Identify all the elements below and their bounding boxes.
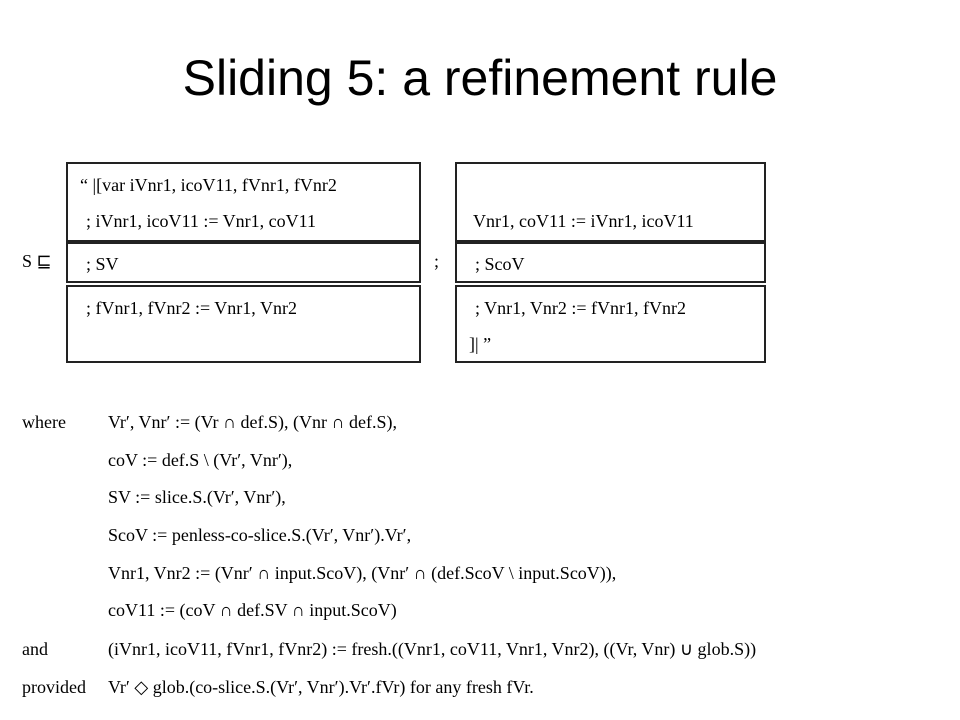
where-line-1: Vr′, Vnr′ := (Vr ∩ def.S), (Vnr ∩ def.S)…	[108, 412, 397, 432]
and-label: and	[22, 639, 48, 659]
right-bottom-line-2: ]| ”	[469, 334, 492, 354]
slide-title: Sliding 5: a refinement rule	[182, 50, 778, 106]
and-line: (iVnr1, icoV11, fVnr1, fVnr2) := fresh.(…	[108, 639, 757, 659]
provided-label: provided	[22, 677, 86, 697]
right-bottom-line-1: ; Vnr1, Vnr2 := fVnr1, fVnr2	[475, 298, 686, 318]
right-top-box: Vnr1, coV11 := iVnr1, icoV11	[455, 162, 766, 242]
where-line-2: coV := def.S \ (Vr′, Vnr′),	[108, 450, 293, 470]
left-bottom-box: ; fVnr1, fVnr2 := Vnr1, Vnr2	[66, 285, 421, 363]
left-top-box: “ |[var iVnr1, icoV11, fVnr1, fVnr2 ; iV…	[66, 162, 421, 242]
left-bottom-line: ; fVnr1, fVnr2 := Vnr1, Vnr2	[86, 298, 297, 318]
right-middle-box: ; ScoV	[455, 242, 766, 283]
where-line-3: SV := slice.S.(Vr′, Vnr′),	[108, 487, 286, 507]
right-top-line: Vnr1, coV11 := iVnr1, icoV11	[473, 211, 694, 231]
left-top-line-1: “ |[var iVnr1, icoV11, fVnr1, fVnr2	[80, 175, 337, 195]
rule-lhs: S ⊑	[22, 251, 52, 271]
sequence-separator: ;	[434, 251, 440, 271]
left-top-line-2: ; iVnr1, icoV11 := Vnr1, coV11	[86, 211, 316, 231]
right-bottom-box: ; Vnr1, Vnr2 := fVnr1, fVnr2 ]| ”	[455, 285, 766, 363]
where-label: where	[22, 412, 66, 432]
left-middle-line: ; SV	[86, 254, 119, 274]
where-line-4: ScoV := penless-co-slice.S.(Vr′, Vnr′).V…	[108, 525, 412, 545]
right-middle-line: ; ScoV	[475, 254, 525, 274]
provided-line: Vr′ ◇ glob.(co-slice.S.(Vr′, Vnr′).Vr′.f…	[108, 677, 534, 697]
left-middle-box: ; SV	[66, 242, 421, 283]
where-line-6: coV11 := (coV ∩ def.SV ∩ input.ScoV)	[108, 600, 397, 620]
where-line-5: Vnr1, Vnr2 := (Vnr′ ∩ input.ScoV), (Vnr′…	[108, 563, 617, 583]
